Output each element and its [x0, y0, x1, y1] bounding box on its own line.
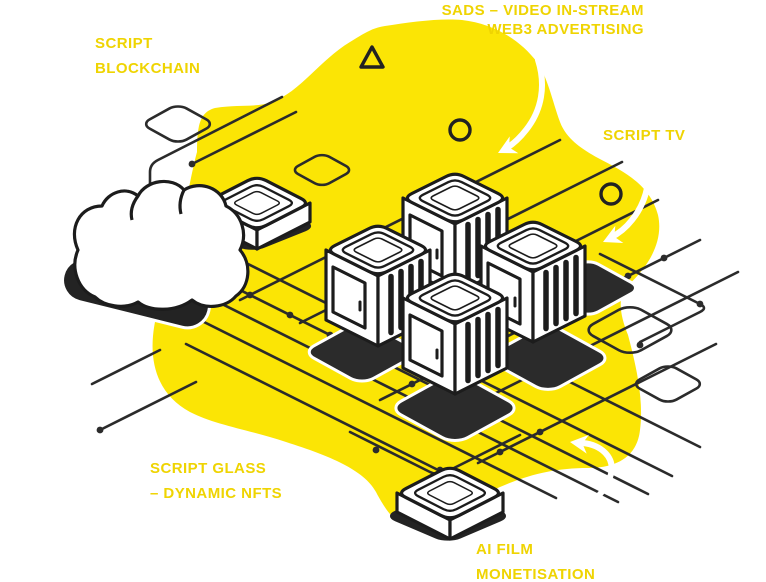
- label-script-tv: SCRIPT TV: [603, 123, 685, 148]
- label-line: SCRIPT TV: [603, 127, 686, 144]
- circle-icon: [448, 118, 472, 142]
- label-line: WEB3 ADVERTISING: [487, 21, 644, 38]
- server-cube-front: [403, 274, 507, 394]
- arrow-tv-to-cube: [598, 149, 652, 251]
- label-line: BLOCKCHAIN: [95, 60, 201, 77]
- label-script-glass: SCRIPT GLASS – DYNAMIC NFTS: [150, 456, 282, 506]
- arrow-aifilm-up: [531, 432, 615, 534]
- label-script-blockchain: SCRIPT BLOCKCHAIN: [95, 31, 200, 81]
- circle-icon: [599, 182, 623, 206]
- label-line: SADS – VIDEO IN-STREAM: [441, 2, 644, 19]
- label-line: SCRIPT GLASS: [150, 460, 267, 477]
- arrow-blockchain-to-cloud: [98, 85, 144, 180]
- label-line: SCRIPT: [95, 35, 153, 52]
- arrow-glass-to-chip: [225, 507, 384, 567]
- triangle-icon: [359, 45, 385, 69]
- label-ai-film: AI FILM MONETISATION: [476, 537, 595, 582]
- arrow-sads-to-cubes: [493, 57, 545, 162]
- label-line: MONETISATION: [476, 566, 596, 582]
- label-line: AI FILM: [476, 541, 534, 558]
- cloud-icon: [61, 179, 250, 330]
- label-sads: SADS – VIDEO IN-STREAM WEB3 ADVERTISING: [412, 1, 644, 39]
- label-line: – DYNAMIC NFTS: [150, 485, 283, 502]
